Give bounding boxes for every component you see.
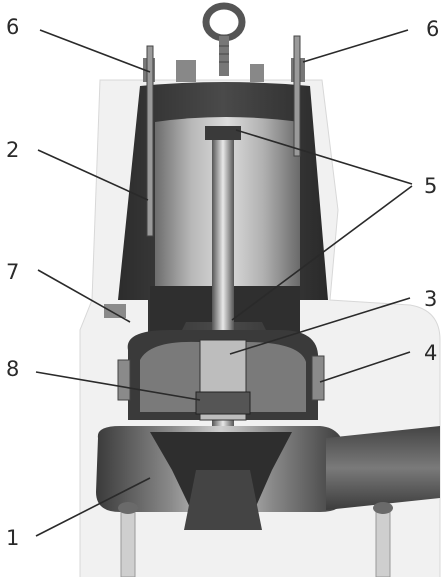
base-feet xyxy=(118,502,393,577)
callout-4: 4 xyxy=(424,341,437,365)
callout-6-right: 6 xyxy=(426,17,439,41)
leader-1 xyxy=(35,477,151,537)
callout-1: 1 xyxy=(6,526,19,550)
callout-3: 3 xyxy=(424,287,437,311)
tie-rod-right xyxy=(293,35,301,157)
bolt-left xyxy=(104,304,126,318)
callout-5: 5 xyxy=(424,174,437,198)
leader-3 xyxy=(229,297,411,355)
mechanical-seal xyxy=(195,391,251,415)
callout-6-left: 6 xyxy=(6,15,19,39)
leader-6-right xyxy=(302,29,409,63)
callout-8: 8 xyxy=(6,357,19,381)
leader-7 xyxy=(37,269,131,323)
discharge-pipe xyxy=(326,426,440,510)
callout-2: 2 xyxy=(6,138,19,162)
tie-rod-left xyxy=(146,45,154,237)
leader-2 xyxy=(37,149,149,201)
lifting-eye xyxy=(202,2,246,76)
pump-illustration xyxy=(79,2,441,577)
leader-4 xyxy=(319,351,411,383)
callout-labels: 6 6 2 5 7 3 4 8 1 xyxy=(6,15,439,550)
callout-7: 7 xyxy=(6,260,19,284)
leader-6-left xyxy=(39,29,151,73)
bolt-right xyxy=(311,355,325,401)
leader-8 xyxy=(35,371,201,401)
leader-5-a xyxy=(235,129,413,185)
callout-leaders xyxy=(35,29,413,537)
leader-5-b xyxy=(231,185,413,321)
